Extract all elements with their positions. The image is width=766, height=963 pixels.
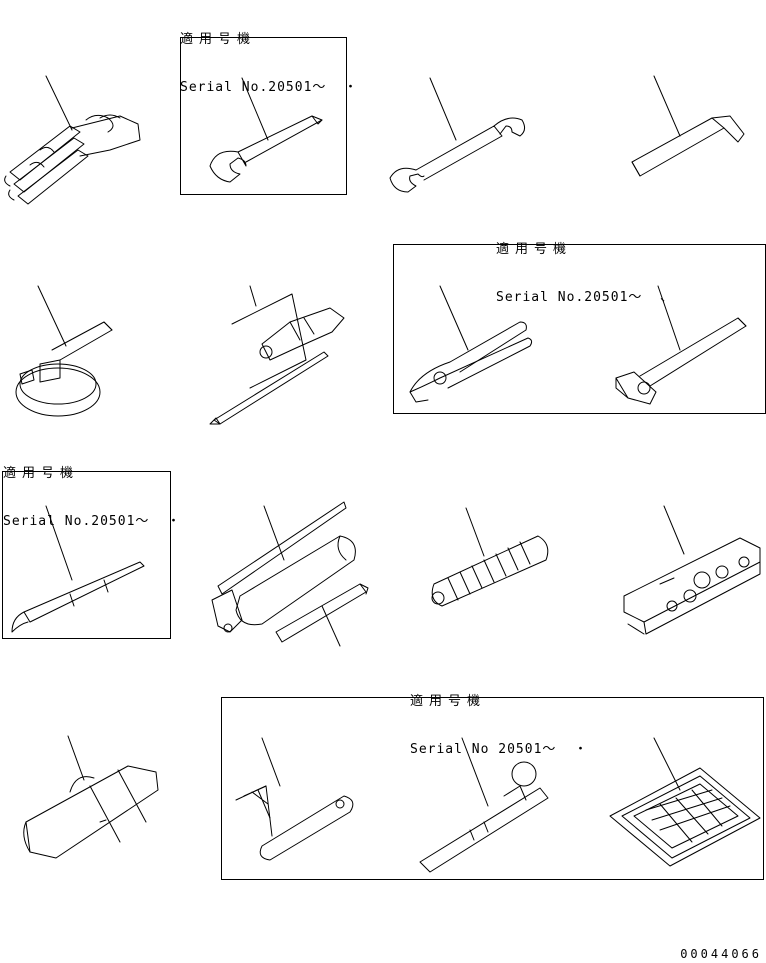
frame-gauges-serial	[221, 697, 764, 880]
serial-number-text: Serial No.20501～ ・	[3, 514, 182, 529]
grease-hose-icon	[275, 583, 369, 647]
serial-note-1: 適用号機 Serial No.20501～ ・	[180, 0, 358, 112]
wrench-set-icon	[4, 75, 141, 205]
double-open-wrench-icon	[389, 77, 526, 193]
open-end-wrench-icon	[209, 77, 323, 183]
bellows-boot-icon	[431, 507, 549, 607]
applicable-model-label: 適用号機	[496, 242, 573, 257]
serial-note-3: 適用号機 Serial No.20501～ ・	[3, 434, 181, 546]
tool-bag-icon	[23, 735, 159, 859]
feeler-gauge-icon	[235, 737, 354, 861]
frame-prybar-serial	[2, 471, 171, 639]
applicable-model-label: 適用号機	[3, 466, 80, 481]
socket-handle-icon	[615, 285, 747, 405]
hex-key-icon	[631, 75, 745, 177]
pry-bar-icon	[11, 505, 145, 633]
grease-pump-nozzle-icon	[419, 737, 549, 873]
applicable-model-label: 適用号機	[180, 32, 257, 47]
serial-note-4: 適用号機 Serial No 20501～ ・	[410, 662, 588, 774]
serial-number-text: Serial No.20501～ ・	[180, 80, 359, 95]
document-number: 00044066	[680, 947, 762, 961]
grease-gun-icon	[211, 501, 356, 633]
serial-number-text: Serial No 20501～ ・	[410, 742, 589, 757]
pliers-icon	[409, 285, 533, 403]
reference-card-icon	[609, 737, 761, 867]
socket-set-case-icon	[623, 505, 761, 635]
filter-wrench-icon	[15, 285, 113, 417]
screwdriver-icon	[209, 285, 345, 425]
frame-wrench-serial	[180, 37, 347, 195]
